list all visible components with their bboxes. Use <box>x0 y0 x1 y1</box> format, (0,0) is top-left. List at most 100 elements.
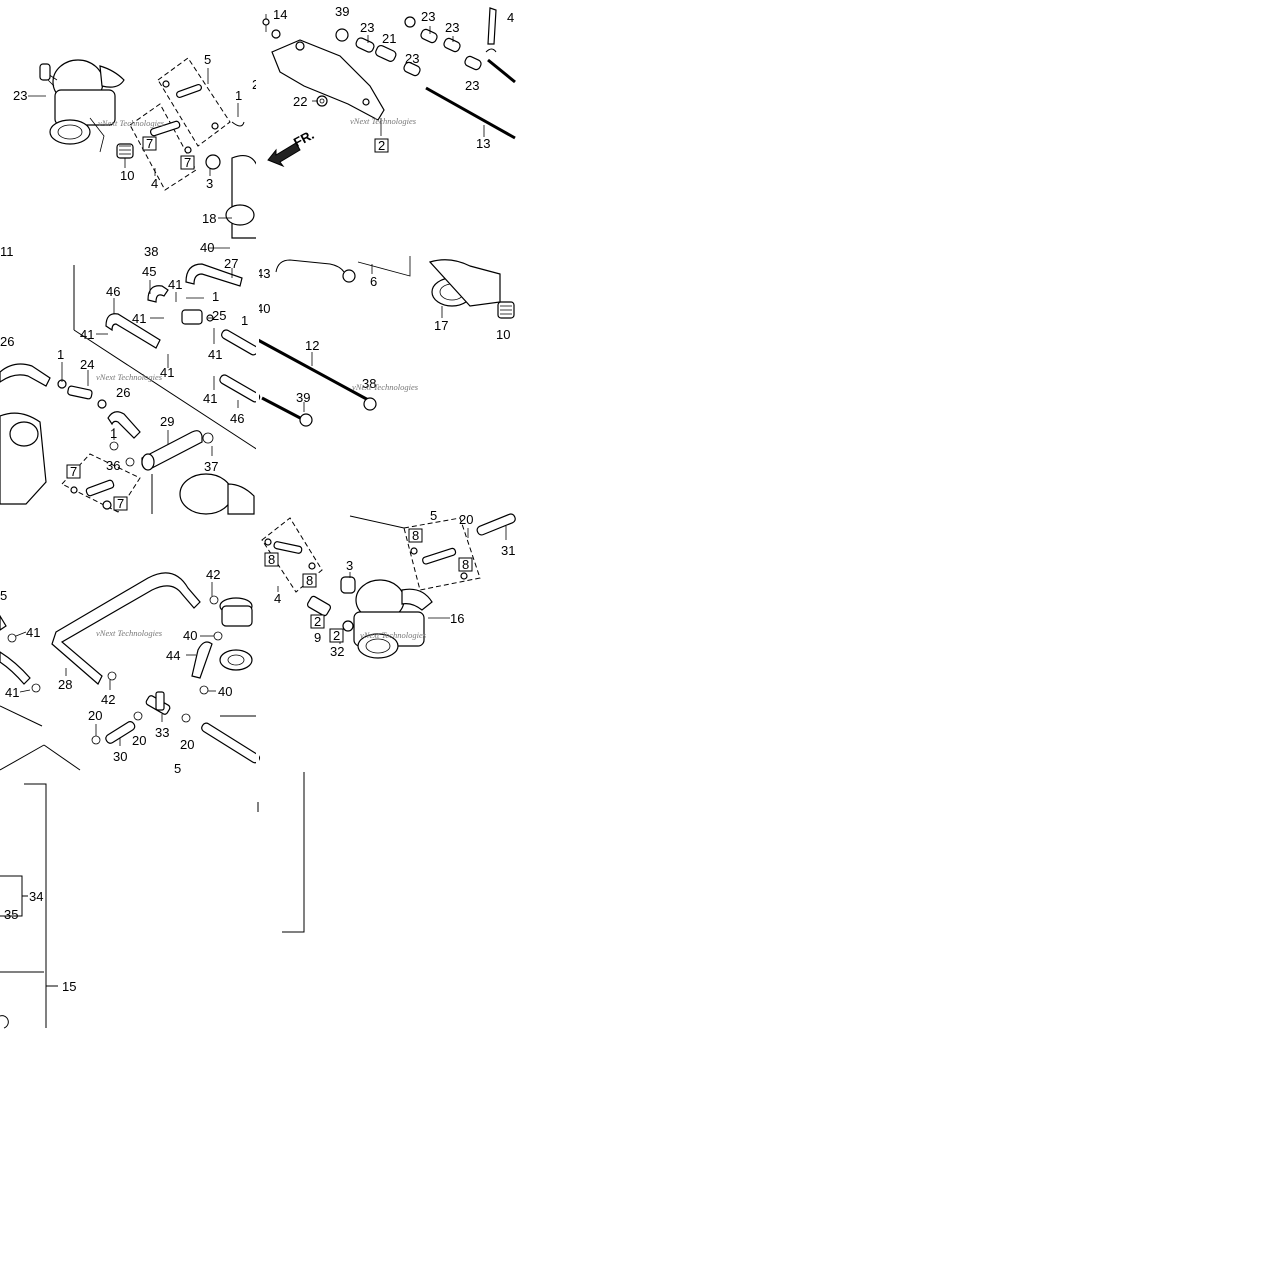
label-23-c: 23 <box>445 20 459 35</box>
label-41-e: 41 <box>160 365 174 380</box>
label-21: 21 <box>382 31 396 46</box>
watermark-4: vNext Technologies <box>352 382 419 392</box>
label-10-a: 10 <box>120 168 134 183</box>
label-20-a: 20 <box>459 512 473 527</box>
spring-10-b <box>497 301 515 319</box>
label-16: 16 <box>450 611 464 626</box>
svg-text:2: 2 <box>378 138 385 153</box>
label-34: 34 <box>29 889 43 904</box>
watermark-6: vNext Technologies <box>360 630 427 640</box>
label-4-b: 4 <box>274 591 281 606</box>
boxed-label-7-d: 7 <box>113 496 128 511</box>
hose-28 <box>51 572 201 685</box>
label-22: 22 <box>293 94 307 109</box>
boxed-label-7-b: 7 <box>180 155 195 170</box>
kit-box-4 <box>129 103 197 191</box>
label-46-a: 46 <box>106 284 120 299</box>
label-41-a: 41 <box>80 327 94 342</box>
watermark-1: vNext Technologies <box>98 118 165 128</box>
label-41-g: 41 <box>26 625 40 640</box>
label-4-a: 4 <box>151 176 158 191</box>
label-37: 37 <box>204 459 218 474</box>
label-42-a: 42 <box>206 567 220 582</box>
air-cutoff-valve <box>219 597 253 671</box>
label-5-d: 5 <box>174 761 181 776</box>
label-33: 33 <box>155 725 169 740</box>
label-20-c: 20 <box>132 733 146 748</box>
boxed-label-2-a: 2 <box>374 138 389 153</box>
label-28: 28 <box>58 677 72 692</box>
panel-top-right: FR. 14 39 23 23 23 21 23 23 4 22 13 2 vN… <box>262 4 516 168</box>
watermark-2: vNext Technologies <box>350 116 417 126</box>
boxed-label-2-c: 2 <box>329 628 344 643</box>
label-25: 25 <box>212 308 226 323</box>
carb-bracket <box>271 39 385 121</box>
watermark-5: vNext Technologies <box>96 628 163 638</box>
svg-text:8: 8 <box>306 573 313 588</box>
label-18: 18 <box>202 211 216 226</box>
spring-10 <box>116 143 134 159</box>
label-41-f: 41 <box>203 391 217 406</box>
boxed-label-7-c: 7 <box>66 464 81 479</box>
label-31: 31 <box>501 543 515 558</box>
boxed-label-8-b: 8 <box>302 573 317 588</box>
svg-text:8: 8 <box>412 528 419 543</box>
label-40-b: 40 <box>256 301 270 316</box>
label-12: 12 <box>305 338 319 353</box>
carburetor-16 <box>342 579 433 659</box>
label-41-b: 41 <box>168 277 182 292</box>
label-41-h: 41 <box>5 685 19 700</box>
label-20-b: 20 <box>88 708 102 723</box>
label-1-c: 1 <box>241 313 248 328</box>
label-24: 24 <box>80 357 94 372</box>
label-32: 32 <box>330 644 344 659</box>
label-45: 45 <box>142 264 156 279</box>
watermark-3: vNext Technologies <box>96 372 163 382</box>
label-1-a: 1 <box>235 88 242 103</box>
label-11: 11 <box>0 244 14 259</box>
kit-box-7 <box>61 453 141 513</box>
boxed-label-7-a: 7 <box>142 136 157 151</box>
label-17: 17 <box>434 318 448 333</box>
kit-box-5-b <box>403 517 481 591</box>
label-14: 14 <box>273 7 287 22</box>
label-40-c: 40 <box>183 628 197 643</box>
label-35: 35 <box>4 907 18 922</box>
label-29: 29 <box>160 414 174 429</box>
svg-text:8: 8 <box>462 557 469 572</box>
label-30: 30 <box>113 749 127 764</box>
label-36: 36 <box>106 458 120 473</box>
label-26-a: 26 <box>0 334 14 349</box>
label-5-b: 5 <box>430 508 437 523</box>
boxed-label-8-a: 8 <box>264 552 279 567</box>
hose-27 <box>185 263 243 287</box>
label-4-top-right: 4 <box>507 10 514 25</box>
label-15: 15 <box>62 979 76 994</box>
boxed-label-2-b: 2 <box>310 614 325 629</box>
label-38-b: 38 <box>362 376 376 391</box>
label-44: 44 <box>166 648 180 663</box>
panel-lower-left: 5 42 41 40 44 40 41 28 42 33 20 20 20 30… <box>0 567 261 776</box>
label-19: 23 <box>13 88 27 103</box>
label-6: 6 <box>370 274 377 289</box>
label-39-b: 39 <box>296 390 310 405</box>
label-1-e: 1 <box>110 426 117 441</box>
kit-box-5 <box>157 57 231 147</box>
svg-text:7: 7 <box>117 496 124 511</box>
svg-text:7: 7 <box>70 464 77 479</box>
panel-lower-right: 5 20 31 3 16 4 9 32 8 8 8 8 2 2 <box>261 508 516 659</box>
svg-text:7: 7 <box>184 155 191 170</box>
label-10-b: 10 <box>496 327 510 342</box>
label-13: 13 <box>476 136 490 151</box>
label-46-b: 46 <box>230 411 244 426</box>
hose-26-a <box>0 363 51 387</box>
label-20-d: 20 <box>180 737 194 752</box>
throttle-shaft-12 <box>257 338 373 404</box>
svg-text:8: 8 <box>268 552 275 567</box>
panel-middle-right: 43 40 6 17 10 12 39 38 vNext Technologie… <box>256 256 515 427</box>
label-41-d: 41 <box>208 347 222 362</box>
svg-text:2: 2 <box>314 614 321 629</box>
label-26-b: 26 <box>116 385 130 400</box>
